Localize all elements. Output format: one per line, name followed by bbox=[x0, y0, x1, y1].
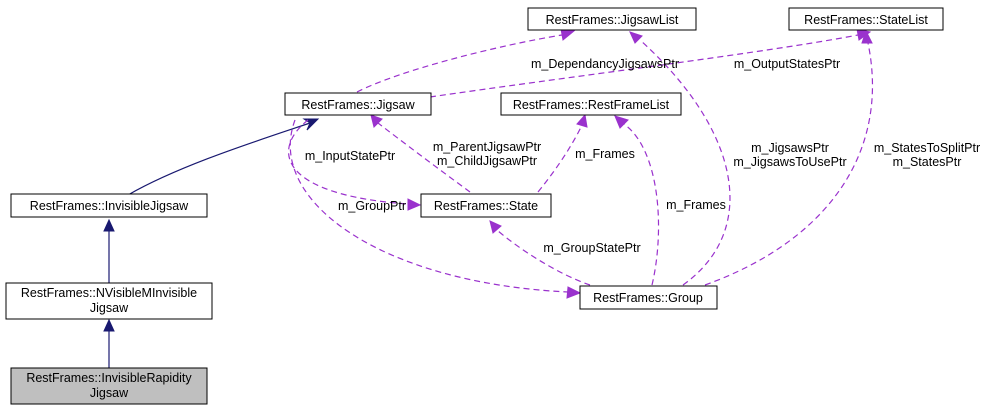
class-node-invisible-rapidity-jigsaw[interactable]: RestFrames::InvisibleRapidity Jigsaw bbox=[10, 367, 208, 405]
class-node-label-line-2: Jigsaw bbox=[90, 386, 129, 400]
usage-arrowhead bbox=[489, 220, 502, 234]
edge-label-input-state: m_InputStatePtr bbox=[305, 149, 395, 163]
class-node-jigsaw[interactable]: RestFrames::Jigsaw bbox=[284, 92, 432, 116]
class-node-rest-frame-list[interactable]: RestFrames::RestFrameList bbox=[500, 92, 682, 116]
usage-edge-state-frames bbox=[537, 124, 583, 193]
inheritance-edge-invisible-to-jigsaw bbox=[127, 122, 311, 196]
usage-edge-group-states bbox=[704, 42, 873, 286]
class-node-label-line-1: RestFrames::NVisibleMInvisible bbox=[21, 286, 197, 300]
edge-label-parent-jigsaw: m_ParentJigsawPtr bbox=[433, 140, 541, 154]
class-node-label: RestFrames::InvisibleJigsaw bbox=[30, 199, 189, 213]
usage-edge-group-frames bbox=[623, 123, 660, 286]
usage-arrowhead bbox=[566, 286, 582, 299]
usage-arrowhead bbox=[629, 31, 643, 44]
usage-arrowhead bbox=[576, 113, 588, 128]
usage-arrowhead bbox=[614, 115, 629, 129]
class-node-label: RestFrames::RestFrameList bbox=[513, 98, 670, 112]
usage-edge-jigsaw-group bbox=[289, 119, 569, 293]
edge-label-child-jigsaw: m_ChildJigsawPtr bbox=[437, 154, 537, 168]
inheritance-arrowhead bbox=[302, 118, 320, 131]
usage-arrowhead bbox=[560, 28, 576, 41]
class-node-label: RestFrames::JigsawList bbox=[546, 13, 679, 27]
usage-edge-group-state bbox=[496, 229, 591, 286]
edge-label-jigsaws-to-use: m_JigsawsToUsePtr bbox=[733, 155, 846, 169]
class-node-state[interactable]: RestFrames::State bbox=[420, 193, 552, 218]
usage-arrowhead bbox=[407, 198, 422, 211]
edge-label-state-frames: m_Frames bbox=[575, 147, 635, 161]
class-node-nvisible-minvisible-jigsaw[interactable]: RestFrames::NVisibleMInvisible Jigsaw bbox=[5, 282, 213, 320]
class-node-label: RestFrames::Jigsaw bbox=[301, 98, 415, 112]
edge-label-states-to-split: m_StatesToSplitPtr bbox=[874, 141, 980, 155]
edge-label-group-ptr: m_GroupPtr bbox=[338, 199, 406, 213]
usage-edge-jigsaw-dependency-jigsaws bbox=[356, 34, 563, 93]
usage-edge-state-parent-child-jigsaw bbox=[377, 122, 471, 193]
class-node-label-line-2: Jigsaw bbox=[90, 301, 129, 315]
edge-label-dependency-jigsaws: m_DependancyJigsawsPtr bbox=[531, 57, 679, 71]
inheritance-arrowhead bbox=[103, 218, 115, 232]
class-node-label: RestFrames::StateList bbox=[804, 13, 928, 27]
usage-arrowhead bbox=[370, 114, 383, 128]
edge-label-jigsaws: m_JigsawsPtr bbox=[751, 141, 829, 155]
class-node-state-list[interactable]: RestFrames::StateList bbox=[788, 7, 944, 31]
class-node-group[interactable]: RestFrames::Group bbox=[579, 285, 718, 310]
usage-edge-jigsaw-output-states bbox=[429, 34, 859, 98]
class-node-jigsaw-list[interactable]: RestFrames::JigsawList bbox=[527, 7, 697, 31]
edge-label-group-frames: m_Frames bbox=[666, 198, 726, 212]
inheritance-arrowhead bbox=[103, 318, 115, 332]
edge-label-output-states: m_OutputStatesPtr bbox=[734, 57, 840, 71]
usage-edge-group-jigsaws bbox=[639, 39, 731, 286]
class-node-invisible-jigsaw[interactable]: RestFrames::InvisibleJigsaw bbox=[10, 193, 208, 218]
usage-arrowhead bbox=[861, 29, 873, 44]
class-node-label-line-1: RestFrames::InvisibleRapidity bbox=[26, 371, 192, 385]
class-node-label: RestFrames::State bbox=[434, 199, 538, 213]
edge-label-group-state: m_GroupStatePtr bbox=[543, 241, 640, 255]
edge-label-states: m_StatesPtr bbox=[893, 155, 962, 169]
class-node-label: RestFrames::Group bbox=[593, 291, 703, 305]
